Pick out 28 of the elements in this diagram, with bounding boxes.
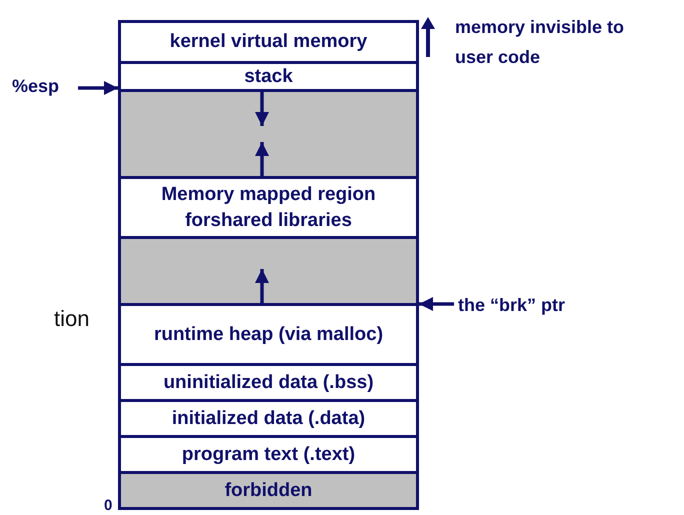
segment-label: initialized data (.data) [172, 406, 366, 430]
pointer-label: %esp [12, 72, 60, 100]
address-label: 0 [104, 497, 112, 515]
segment-label: kernel virtual memory [170, 30, 368, 54]
free-space-gap [118, 89, 419, 179]
segment-label: runtime heap (via malloc) [154, 322, 384, 346]
arrow [78, 81, 118, 95]
arrow [419, 297, 454, 311]
memory-segment [118, 303, 419, 366]
memory-segment [118, 20, 419, 64]
memory-segment [118, 176, 419, 239]
arrow [255, 269, 269, 305]
arrow [255, 142, 269, 178]
memory-segment [118, 471, 419, 510]
segment-label: Memory mapped region forshared libraries [160, 182, 377, 232]
memory-segment [118, 61, 419, 92]
segment-label: forbidden [224, 478, 312, 502]
memory-segment [118, 435, 419, 474]
partial-text: tion [54, 306, 90, 332]
memory-segment [118, 363, 419, 402]
memory-segment [118, 399, 419, 438]
segment-label: stack [244, 64, 293, 88]
free-space-gap [118, 236, 419, 306]
pointer-label: the “brk” ptr [458, 291, 566, 319]
segment-label: uninitialized data (.bss) [163, 370, 374, 394]
note-text: memory invisible to user code [455, 16, 626, 69]
arrow [255, 90, 269, 126]
segment-label: program text (.text) [182, 442, 356, 466]
